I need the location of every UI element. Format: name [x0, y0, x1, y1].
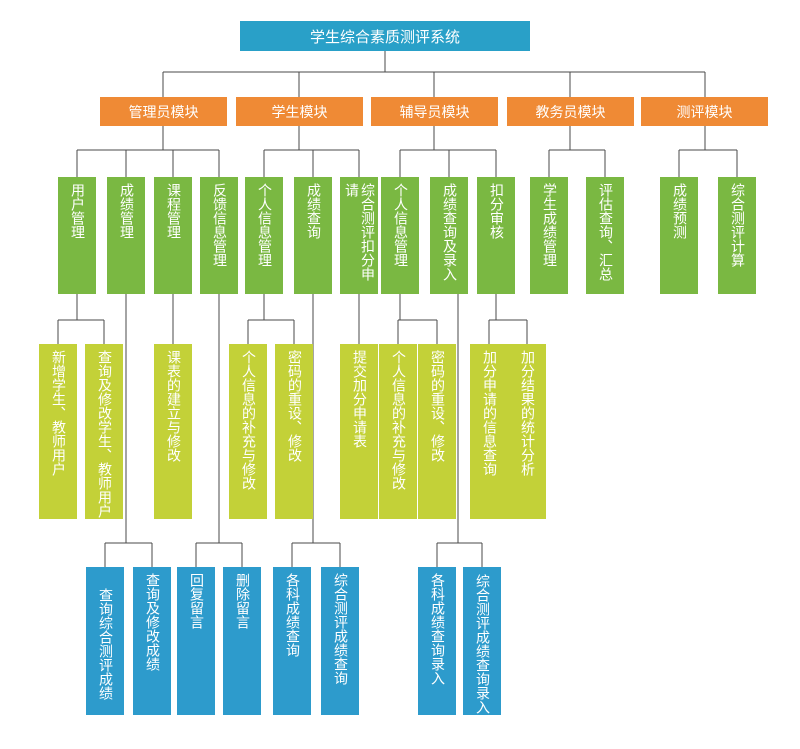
node-counselor-info-supplement: 个人信息的补充与修改	[379, 344, 417, 519]
node-academic-module: 教务员模块	[507, 97, 634, 126]
node-deduction-application: 综合测评扣分申请	[340, 177, 378, 294]
node-query-comprehensive-score: 查询综合测评成绩	[86, 567, 124, 715]
node-bonus-info-query: 加分申请的信息查询	[470, 344, 508, 519]
node-timetable-setup: 课表的建立与修改	[154, 344, 192, 519]
node-add-users: 新增学生、教师用户	[39, 344, 77, 519]
node-admin-module: 管理员模块	[100, 97, 227, 126]
node-student-personal-info: 个人信息管理	[245, 177, 283, 294]
node-score-prediction: 成绩预测	[660, 177, 698, 294]
node-student-password-reset: 密码的重设、修改	[275, 344, 313, 519]
node-counselor-password-reset: 密码的重设、修改	[418, 344, 456, 519]
node-submit-bonus-form: 提交加分申请表	[340, 344, 378, 519]
node-counselor-personal-info: 个人信息管理	[381, 177, 419, 294]
node-comprehensive-calculation: 综合测评计算	[718, 177, 756, 294]
node-reply-message: 回复留言	[177, 567, 215, 715]
node-student-score-query: 成绩查询	[294, 177, 332, 294]
node-deduction-review: 扣分审核	[477, 177, 515, 294]
node-score-management: 成绩管理	[107, 177, 145, 294]
node-student-info-supplement: 个人信息的补充与修改	[229, 344, 267, 519]
node-score-query-entry: 成绩查询及录入	[430, 177, 468, 294]
node-feedback-management: 反馈信息管理	[200, 177, 238, 294]
node-root: 学生综合素质测评系统	[240, 21, 530, 51]
node-assessment-query-summary: 评估查询、汇总	[586, 177, 624, 294]
node-course-management: 课程管理	[154, 177, 192, 294]
node-delete-message: 删除留言	[223, 567, 261, 715]
node-query-modify-score: 查询及修改成绩	[133, 567, 171, 715]
node-bonus-result-analysis: 加分结果的统计分析	[508, 344, 546, 519]
node-subject-score-entry: 各科成绩查询录入	[418, 567, 456, 715]
node-student-comprehensive-query: 综合测评成绩查询	[321, 567, 359, 715]
node-student-subject-score-query: 各科成绩查询	[273, 567, 311, 715]
node-comprehensive-score-entry: 综合测评成绩查询录入	[463, 567, 501, 715]
node-query-modify-users: 查询及修改学生、教师用户	[85, 344, 123, 519]
node-counselor-module: 辅导员模块	[371, 97, 498, 126]
node-student-score-management: 学生成绩管理	[530, 177, 568, 294]
node-student-module: 学生模块	[236, 97, 363, 126]
node-user-management: 用户管理	[58, 177, 96, 294]
node-evaluation-module: 测评模块	[641, 97, 768, 126]
